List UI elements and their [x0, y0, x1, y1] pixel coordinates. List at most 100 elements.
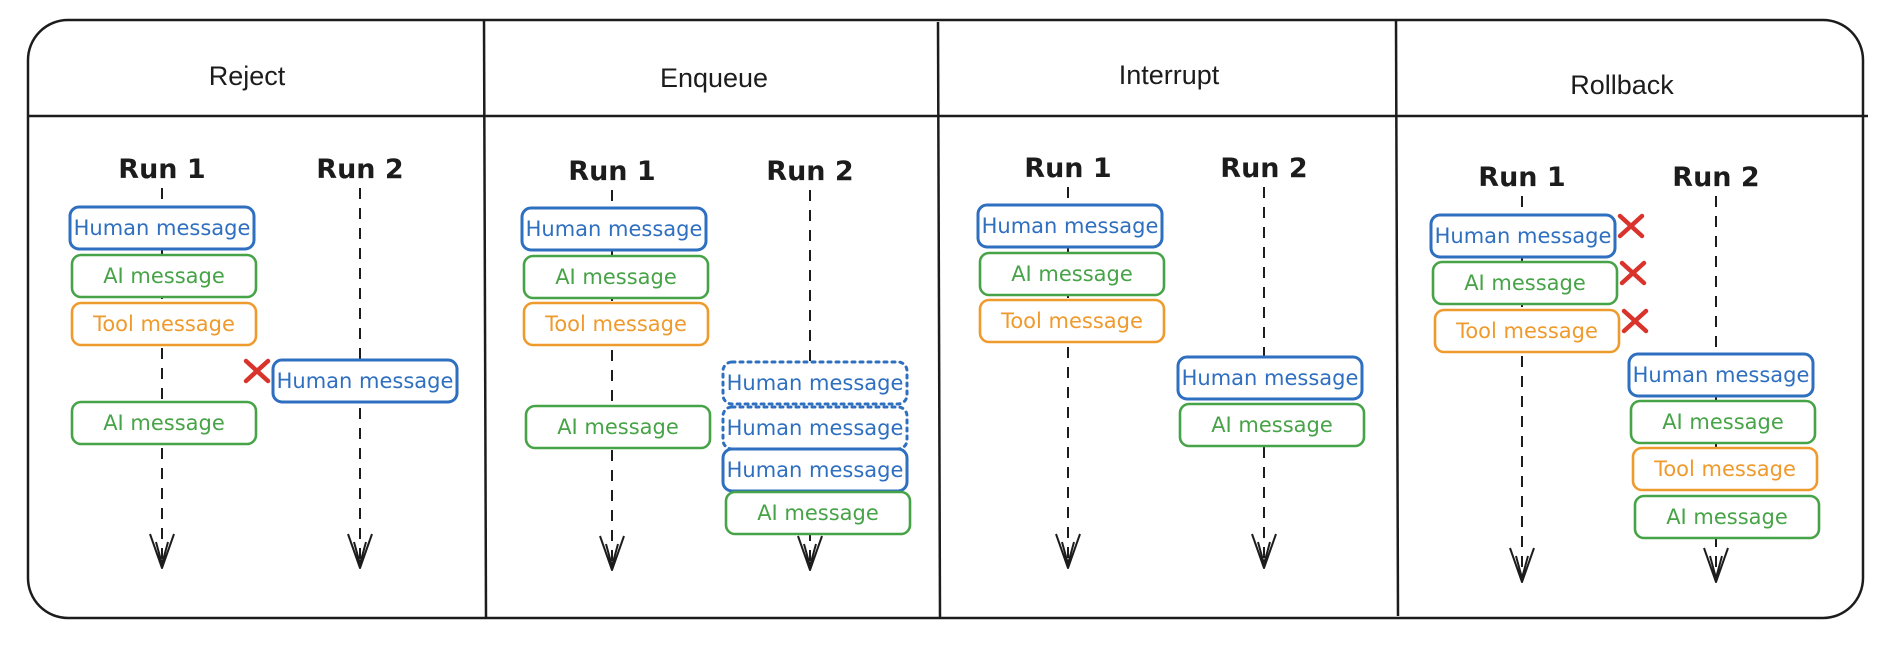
panel-title-reject: Reject — [209, 61, 286, 91]
ai-message-box: AI message — [724, 490, 912, 536]
tool-message-box: Tool message — [1433, 308, 1649, 354]
timeline-arrow-icon — [1251, 533, 1277, 569]
run-label: Run 1 — [568, 156, 655, 187]
message-label: AI message — [1011, 262, 1133, 286]
message-box-outline — [1178, 402, 1366, 448]
message-box-outline — [724, 490, 912, 536]
message-box-outline — [1431, 260, 1619, 306]
rejected-x-icon — [1617, 213, 1645, 239]
message-label: Tool message — [1000, 309, 1143, 333]
message-box-outline — [70, 253, 258, 299]
column-divider — [482, 19, 488, 618]
message-label: Human message — [727, 458, 904, 482]
message-box-outline — [721, 405, 909, 451]
run-label: Run 2 — [766, 156, 853, 187]
message-label: Human message — [727, 371, 904, 395]
ai-message-box: AI message — [70, 253, 258, 299]
message-box-outline — [976, 203, 1164, 249]
ai-message-box: AI message — [522, 254, 710, 300]
message-label: AI message — [757, 501, 879, 525]
message-label: AI message — [1464, 271, 1586, 295]
message-label: Tool message — [544, 312, 687, 336]
human-message-box: Human message — [1176, 355, 1364, 401]
message-label: AI message — [1666, 505, 1788, 529]
human-message-box: Human message — [1429, 213, 1645, 259]
rejected-x-icon — [1621, 308, 1649, 334]
run-label: Run 1 — [1024, 153, 1111, 184]
human-message-box: Human message — [1627, 352, 1815, 398]
message-label: AI message — [555, 265, 677, 289]
ai-message-box: AI message — [1431, 260, 1647, 306]
run-label: Run 2 — [1672, 162, 1759, 193]
message-box-outline — [520, 206, 708, 252]
ai-message-box: AI message — [1629, 399, 1817, 445]
timeline-arrow-icon — [797, 535, 823, 571]
human-message-box: Human message — [721, 447, 909, 493]
message-box-outline — [1629, 399, 1817, 445]
message-box-outline — [1627, 352, 1815, 398]
timeline-arrow-icon — [347, 533, 373, 569]
tool-message-box: Tool message — [1631, 446, 1819, 492]
message-label: AI message — [1211, 413, 1333, 437]
human-message-box: Human message — [976, 203, 1164, 249]
message-label: Tool message — [1653, 457, 1796, 481]
message-label: Human message — [1633, 363, 1810, 387]
ai-message-box: AI message — [1178, 402, 1366, 448]
rejected-x-icon — [243, 358, 271, 384]
column-divider — [936, 21, 942, 619]
message-box-outline — [1176, 355, 1364, 401]
message-box-outline — [721, 360, 909, 406]
message-box-outline — [1433, 308, 1621, 354]
message-box-outline — [68, 205, 256, 251]
message-label: Human message — [1182, 366, 1359, 390]
diagram-frame — [26, 18, 1865, 620]
message-label: Tool message — [92, 312, 235, 336]
message-label: AI message — [557, 415, 679, 439]
tool-message-box: Tool message — [70, 301, 258, 347]
human-message-box: Human message — [721, 405, 909, 451]
ai-message-box: AI message — [978, 251, 1166, 297]
ai-message-box: AI message — [524, 404, 712, 450]
message-label: AI message — [103, 411, 225, 435]
timeline-arrow-icon — [1703, 547, 1729, 583]
timeline-arrow-icon — [1509, 547, 1535, 583]
message-box-outline — [978, 298, 1166, 344]
message-label: Human message — [727, 416, 904, 440]
message-label: Human message — [982, 214, 1159, 238]
message-box-outline — [1633, 494, 1821, 540]
run-label: Run 1 — [118, 154, 205, 185]
column-divider — [1394, 19, 1400, 617]
timeline-arrow-icon — [1055, 533, 1081, 569]
message-label: Tool message — [1455, 319, 1598, 343]
tool-message-box: Tool message — [978, 298, 1166, 344]
message-label: Human message — [277, 369, 454, 393]
message-box-outline — [1429, 213, 1617, 259]
message-box-outline — [70, 301, 258, 347]
human-message-box: Human message — [243, 358, 459, 404]
run-label: Run 1 — [1478, 162, 1565, 193]
ai-message-box: AI message — [1633, 494, 1821, 540]
message-label: AI message — [103, 264, 225, 288]
timeline-arrow-icon — [149, 533, 175, 569]
tool-message-box: Tool message — [522, 301, 710, 347]
message-label: AI message — [1662, 410, 1784, 434]
human-message-box: Human message — [520, 206, 708, 252]
message-box-outline — [70, 400, 258, 446]
message-label: Human message — [526, 217, 703, 241]
message-box-outline — [522, 301, 710, 347]
message-box-outline — [978, 251, 1166, 297]
human-message-box: Human message — [721, 360, 909, 406]
panel-title-rollback: Rollback — [1570, 70, 1674, 100]
message-box-outline — [524, 404, 712, 450]
timeline-arrow-icon — [599, 535, 625, 571]
panel-title-interrupt: Interrupt — [1119, 60, 1220, 90]
